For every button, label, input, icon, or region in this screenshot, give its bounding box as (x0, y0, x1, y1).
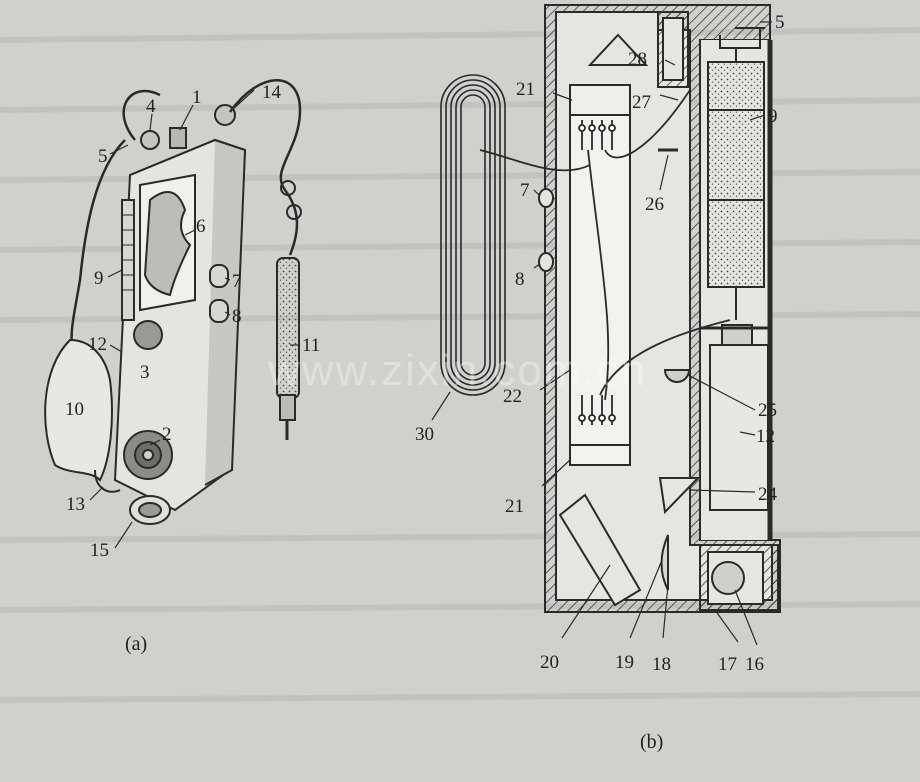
label-a-12: 12 (88, 334, 107, 355)
label-b-25: 25 (758, 400, 777, 421)
label-a-2: 2 (162, 424, 172, 445)
label-b-16: 16 (745, 654, 764, 675)
label-a-13: 13 (66, 494, 85, 515)
label-b-7: 7 (520, 180, 530, 201)
label-a-3: 3 (140, 362, 150, 383)
label-b-19: 19 (615, 652, 634, 673)
label-a-7: 7 (232, 271, 242, 292)
coiled-tube-30 (440, 74, 506, 396)
label-b-20: 20 (540, 652, 559, 673)
hose-right (228, 79, 302, 256)
label-a-10: 10 (65, 399, 84, 420)
hose-left (70, 89, 161, 346)
label-b-24: 24 (758, 484, 778, 505)
label-b-17: 17 (718, 654, 737, 675)
label-a-9: 9 (94, 268, 104, 289)
label-b-26: 26 (645, 194, 664, 215)
label-b-22: 22 (503, 386, 522, 407)
figure-a-labels: 1 2 3 4 5 6 7 8 9 10 11 12 13 14 15 (a) (65, 82, 320, 655)
label-b-21-top: 21 (516, 79, 535, 100)
label-b-28: 28 (628, 49, 647, 70)
label-b-5: 5 (775, 12, 785, 33)
figure-b-labels: 5 7 8 9 12 16 17 18 19 20 21 21 22 24 25… (415, 12, 785, 753)
caption-a: (a) (125, 633, 147, 655)
caption-b: (b) (640, 731, 663, 753)
figure-b (431, 4, 781, 646)
watermark: www.zixin.com.cn (267, 346, 647, 395)
label-a-14: 14 (262, 82, 282, 103)
label-a-15: 15 (90, 540, 109, 561)
label-a-4: 4 (146, 96, 156, 117)
block-20 (558, 493, 642, 607)
label-b-30: 30 (415, 424, 434, 445)
label-a-1: 1 (192, 87, 202, 108)
label-b-18: 18 (652, 654, 671, 675)
plate-22 (569, 114, 631, 466)
label-b-21-bottom: 21 (505, 496, 524, 517)
label-b-27: 27 (632, 92, 651, 113)
label-a-5: 5 (98, 146, 108, 167)
label-b-9: 9 (768, 106, 778, 127)
column-9 (707, 61, 765, 288)
cylinder-12 (709, 344, 769, 511)
figure-a (44, 79, 302, 549)
label-a-6: 6 (196, 216, 206, 237)
rubber-bulb (44, 338, 113, 482)
label-b-8: 8 (515, 269, 525, 290)
label-a-11: 11 (302, 335, 320, 356)
label-a-8: 8 (232, 306, 242, 327)
plate-21-top (569, 84, 631, 116)
label-b-12: 12 (756, 426, 775, 447)
